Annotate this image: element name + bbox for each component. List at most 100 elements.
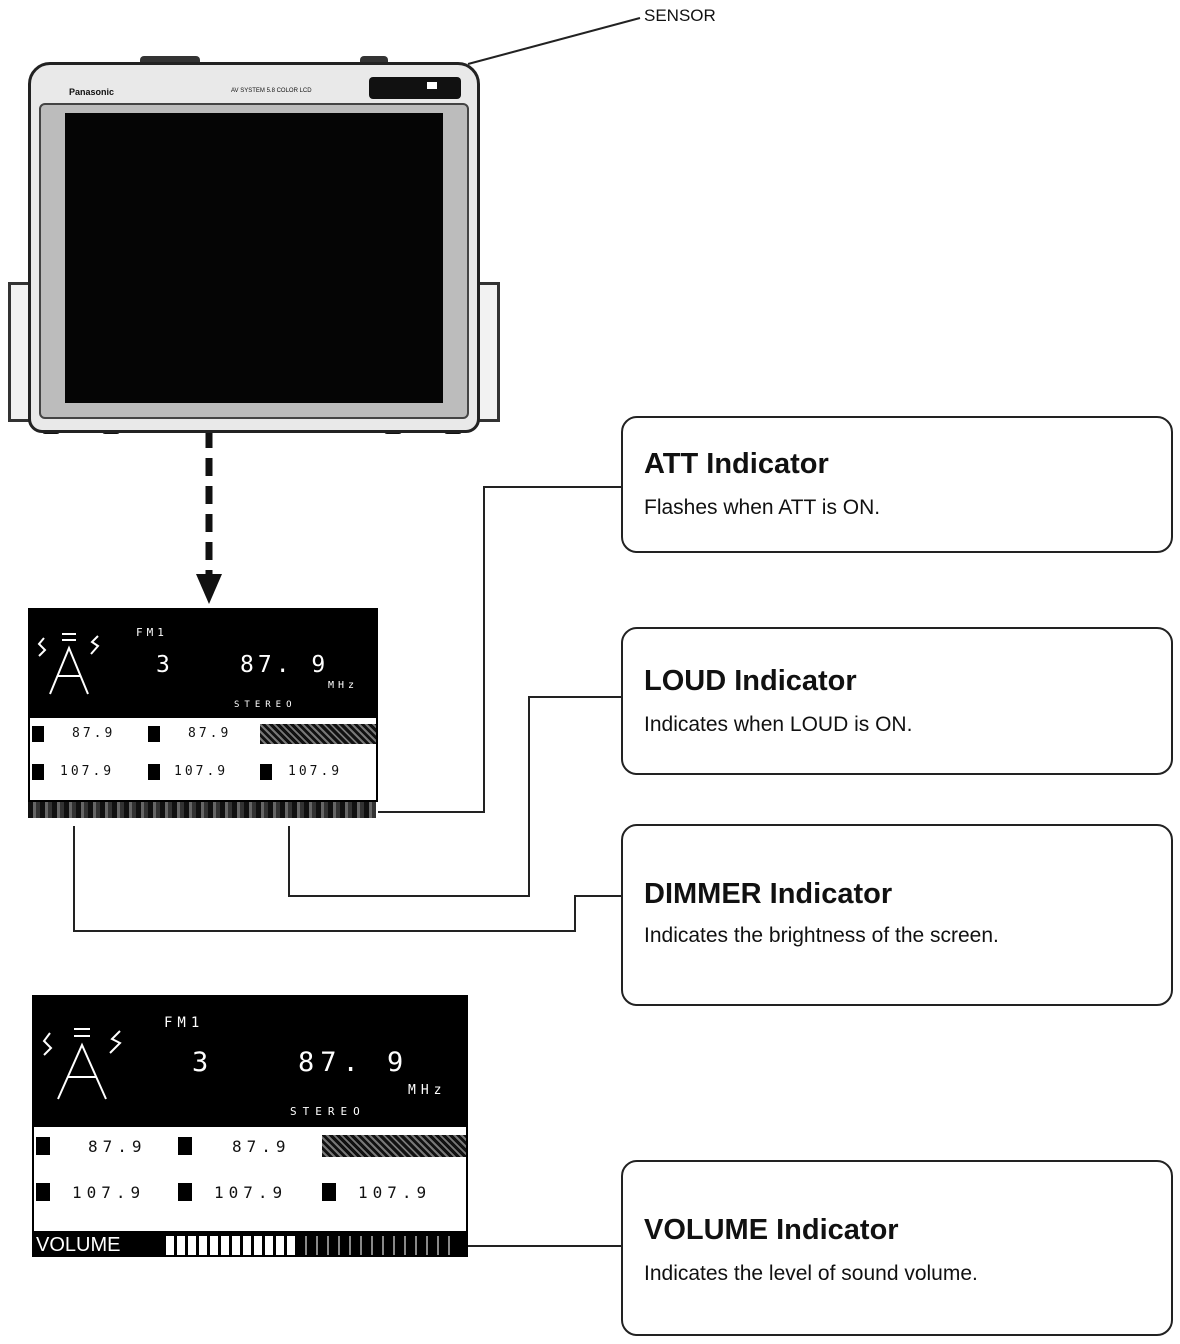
brand-logo: Panasonic [69,87,115,97]
callout-title: DIMMER Indicator [644,878,893,910]
preset-value: 87.9 [72,726,116,741]
volume-segment [320,1236,329,1255]
att-callout: ATT Indicator Flashes when ATT is ON. [621,416,1173,553]
callout-description: Indicates the level of sound volume. [644,1262,978,1285]
callout-description: Flashes when ATT is ON. [644,496,881,519]
screen-frame [39,103,469,419]
dimmer-callout: DIMMER Indicator Indicates the brightnes… [621,824,1173,1006]
callout-description: Indicates the brightness of the screen. [644,924,999,947]
preset-marker [260,764,272,780]
preset-row-2: 107.9 107.9 107.9 [32,1163,468,1233]
preset-marker [322,1183,336,1201]
volume-segment [342,1236,351,1255]
volume-segment [221,1236,230,1255]
volume-segment [188,1236,197,1255]
volume-segment [408,1236,417,1255]
model-text: AV SYSTEM 5.8 COLOR LCD [231,88,312,94]
av-monitor-device: Panasonic AV SYSTEM 5.8 COLOR LCD [28,62,480,433]
volume-segment [397,1236,406,1255]
lcd-header: FM1 3 87. 9 MHz STEREO [28,608,378,716]
preset-marker [148,764,160,780]
dimmer-connector-line [73,826,621,932]
stereo-indicator: STEREO [290,1105,366,1118]
preset-marker [178,1183,192,1201]
preset-row-1: 87.9 87.9 [32,1125,468,1167]
volume-callout: VOLUME Indicator Indicates the level of … [621,1160,1173,1336]
volume-segment [419,1236,428,1255]
volume-segment [243,1236,252,1255]
volume-segment [375,1236,384,1255]
preset-marker [148,726,160,742]
callout-title: VOLUME Indicator [644,1214,899,1246]
preset-number: 3 [156,652,170,678]
monitor-screen [65,113,443,403]
preset-number: 3 [192,1047,209,1078]
att-connector-line [378,486,621,813]
volume-segment [441,1236,450,1255]
loud-callout: LOUD Indicator Indicates when LOUD is ON… [621,627,1173,775]
preset-marker [36,1137,50,1155]
volume-segment [430,1236,439,1255]
preset-value: 87.9 [88,1137,147,1156]
frequency-readout: 87. 9 [240,652,330,678]
lcd-header: FM1 3 87. 9 MHz STEREO [32,995,468,1125]
sensor-label: SENSOR [644,6,716,25]
preset-marker [32,726,44,742]
frequency-readout: 87. 9 [298,1047,410,1078]
antenna-icon [40,1021,126,1105]
sensor-dot [427,82,437,89]
stereo-indicator: STEREO [234,700,297,710]
volume-segment [298,1236,307,1255]
volume-segment [364,1236,373,1255]
preset-row-1: 87.9 87.9 [28,716,378,752]
att-indicator-area [322,1135,466,1157]
band-label: FM1 [164,1015,205,1031]
frequency-unit: MHz [408,1083,447,1098]
volume-segment [232,1236,241,1255]
preset-value: 107.9 [72,1183,146,1202]
volume-segment [199,1236,208,1255]
lcd-display-volume: FM1 3 87. 9 MHz STEREO 87.9 87.9 107.9 1… [32,995,468,1257]
band-label: FM1 [136,626,168,639]
antenna-icon [36,628,106,700]
callout-title: ATT Indicator [644,448,829,480]
volume-segment [210,1236,219,1255]
preset-value: 87.9 [188,726,232,741]
sensor-leader-line [467,17,641,65]
lcd-display-small: FM1 3 87. 9 MHz STEREO 87.9 87.9 107.9 1… [28,608,378,820]
callout-title: LOUD Indicator [644,665,857,697]
volume-segment [276,1236,285,1255]
volume-segment [353,1236,362,1255]
preset-marker [36,1183,50,1201]
volume-row: VOLUME [32,1233,468,1257]
preset-value: 107.9 [60,764,115,779]
preset-value: 107.9 [358,1183,432,1202]
volume-segment [254,1236,263,1255]
volume-label: VOLUME [36,1234,121,1256]
preset-marker [32,764,44,780]
top-knob [360,56,388,66]
preset-value: 107.9 [174,764,229,779]
preset-row-2: 107.9 107.9 107.9 [28,748,378,802]
att-indicator-area [260,724,376,744]
volume-segment [166,1236,175,1255]
sensor-window [369,77,461,99]
volume-segment [386,1236,395,1255]
volume-bar [166,1236,462,1255]
callout-description: Indicates when LOUD is ON. [644,713,913,736]
preset-value: 107.9 [214,1183,288,1202]
volume-segment [177,1236,186,1255]
preset-value: 87.9 [232,1137,291,1156]
dashed-arrow-head [196,574,222,604]
top-knob [140,56,200,66]
loud-connector-line [288,696,621,897]
volume-segment [309,1236,318,1255]
volume-segment [331,1236,340,1255]
preset-value: 107.9 [288,764,343,779]
volume-segment [287,1236,296,1255]
dimmer-loud-status-strip [28,802,376,818]
frequency-unit: MHz [328,680,359,691]
volume-segment [265,1236,274,1255]
preset-marker [178,1137,192,1155]
